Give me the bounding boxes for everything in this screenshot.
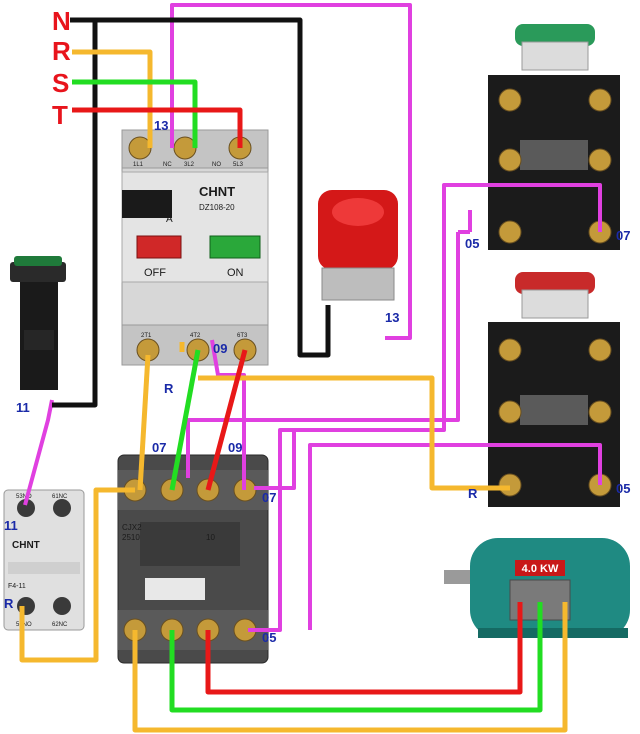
wire-label-05-contactor: 05 [262,630,276,645]
wire-label-11-aux: 11 [4,518,18,533]
aux-model: F4-11 [8,583,26,590]
breaker-term-5: 5L3 [233,162,244,168]
breaker-term-7: 4T2 [190,333,201,339]
phase-label-n: N [52,6,71,36]
wire-label-13-beacon: 13 [385,310,399,325]
neutral-wire [70,17,331,358]
phase-label-t: T [52,100,68,130]
control-wires [23,3,602,632]
breaker-model: DZ108-20 [199,203,235,212]
neutral-lamp-wire [52,17,98,408]
phase-labels: N R S T [52,6,71,130]
contactor-model: CJX2 [122,523,142,532]
wire-label-r-aux: R [4,596,14,611]
breaker-brand: CHNT [199,184,235,199]
wire-label-r-breaker: R [164,381,174,396]
phase-s-wires [72,79,543,713]
phase-label-s: S [52,68,69,98]
wire-label-05-button-bottom: 05 [616,481,630,496]
wire-label-13-top: 13 [154,118,168,133]
aux-brand: CHNT [12,540,40,551]
contactor-variant: 2510 [122,533,140,542]
aux-term-top-1: 53NO [16,494,32,500]
breaker-term-3: 3L2 [184,162,195,168]
wire-label-05-button-top: 05 [465,236,479,251]
wire-label-r-button: R [468,486,478,501]
motor-rating: 4.0 KW [522,563,559,575]
breaker-term-4: NO [212,162,221,168]
wire-label-09-breaker: 09 [213,341,227,356]
aux-contact-block: CHNT F4-11 53NO 61NC 54NO 62NC [3,489,85,631]
breaker-term-1: 1L1 [133,162,144,168]
phase-label-r: R [52,36,71,66]
aux-term-top-2: 61NC [52,494,68,500]
breaker-term-6: 2T1 [141,333,152,339]
contactor: CJX2 2510 10 [117,454,269,664]
warning-beacon [318,190,398,301]
wire-label-07-contactor-left: 07 [152,440,166,455]
breaker-on-label: ON [227,267,244,279]
breaker-term-8: 6T3 [237,333,248,339]
breaker-off-label: OFF [144,267,166,279]
wire-label-07-button-top: 07 [616,228,630,243]
wire-label-07-contactor-right: 07 [262,490,276,505]
wire-label-09-contactor: 09 [228,440,242,455]
aux-term-bot-2: 62NC [52,622,68,628]
breaker-unit: A [166,214,173,225]
contactor-aux: 10 [206,533,215,542]
breaker-range-b: 0.63 [148,197,162,204]
indicator-lamp [10,256,66,390]
phase-r-wires [19,49,568,733]
wire-number-labels: 13 13 11 11 09 09 R R R 07 07 05 07 05 0… [4,118,630,645]
breaker-term-2: NC [163,162,172,168]
phase-t-wires [72,107,523,695]
breaker-range-a: 0.4 [127,197,137,204]
wire-label-11-lamp: 11 [16,400,30,415]
motor: 4.0 KW [444,538,630,638]
circuit-breaker: CHNT DZ108-20 0.4 0.63 A OFF ON 1L1 NC 3… [121,129,269,366]
